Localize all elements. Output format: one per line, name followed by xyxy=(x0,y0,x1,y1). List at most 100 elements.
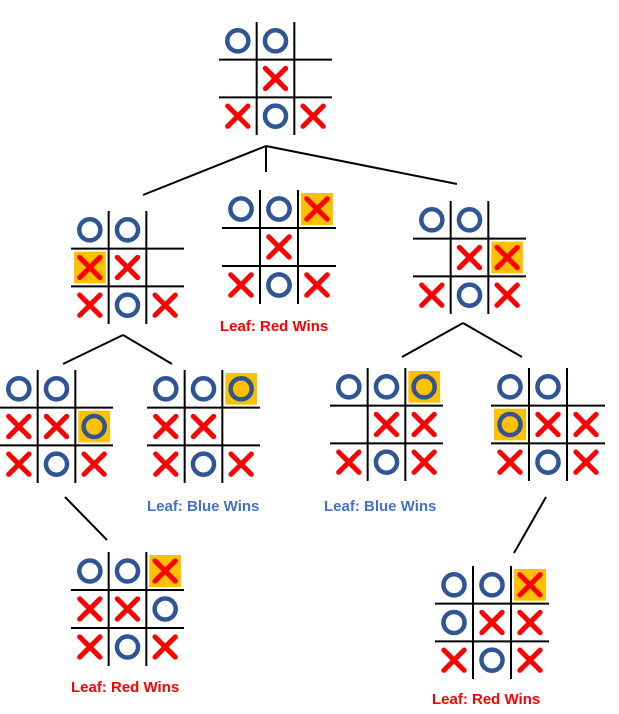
x-mark-icon xyxy=(6,451,32,477)
x-mark-icon xyxy=(153,451,179,477)
grid-n1 xyxy=(71,211,184,324)
board-root xyxy=(219,22,332,135)
edge-n3-n3a xyxy=(401,322,464,358)
cell-n3b1-6 xyxy=(441,647,467,673)
cell-n1b-8 xyxy=(228,451,254,477)
cell-n3b-1 xyxy=(535,374,561,400)
board-n1 xyxy=(71,211,184,324)
o-mark-icon xyxy=(190,451,217,477)
board-n3 xyxy=(413,201,526,314)
cell-n1-6 xyxy=(77,292,103,318)
cell-n2-7 xyxy=(266,272,292,298)
cell-n1a-4 xyxy=(43,413,70,440)
cell-n2-2 xyxy=(301,193,333,225)
x-mark-icon xyxy=(228,272,254,298)
cell-n3b1-0 xyxy=(441,572,467,598)
leaf-label-n3a: Leaf: Blue Wins xyxy=(324,498,436,515)
x-mark-icon xyxy=(517,609,543,636)
cell-n3b-3 xyxy=(494,408,526,441)
grid-n2 xyxy=(222,190,336,304)
cell-n1b-3 xyxy=(153,413,179,440)
cell-n1b-1 xyxy=(190,376,217,402)
cell-n1a1-4 xyxy=(114,596,141,622)
cell-n1-4 xyxy=(114,254,141,281)
cell-n3b1-4 xyxy=(479,609,505,636)
x-mark-icon xyxy=(304,196,330,222)
cell-root-8 xyxy=(300,103,326,129)
cell-n1a-8 xyxy=(81,451,107,477)
edge-n1a-n1a1 xyxy=(64,496,108,541)
cell-root-6 xyxy=(225,103,251,129)
o-mark-icon xyxy=(497,411,523,438)
cell-n1-8 xyxy=(152,292,178,318)
x-mark-icon xyxy=(411,449,437,475)
cell-n3b-0 xyxy=(497,374,523,400)
cell-n2-6 xyxy=(228,272,254,298)
x-mark-icon xyxy=(77,292,103,318)
x-mark-icon xyxy=(441,647,467,673)
cell-n1-3 xyxy=(74,251,106,284)
cell-n3a-5 xyxy=(411,411,437,438)
cell-root-0 xyxy=(225,28,251,54)
grid-n1a1 xyxy=(71,552,184,666)
grid-n1b xyxy=(147,370,260,483)
o-mark-icon xyxy=(262,103,289,129)
o-mark-icon xyxy=(266,196,292,222)
cell-n3b1-8 xyxy=(517,647,543,673)
x-mark-icon xyxy=(456,244,483,271)
cell-n3b-6 xyxy=(497,449,523,475)
o-mark-icon xyxy=(266,272,292,298)
o-mark-icon xyxy=(456,207,483,233)
x-mark-icon xyxy=(228,451,254,477)
x-mark-icon xyxy=(573,449,599,475)
x-mark-icon xyxy=(43,413,70,440)
o-mark-icon xyxy=(262,28,289,54)
cell-n1a-1 xyxy=(43,376,70,402)
cell-n1a-7 xyxy=(43,451,70,477)
edge-n1-n1b xyxy=(122,334,173,365)
o-mark-icon xyxy=(456,282,483,308)
cell-n1a1-7 xyxy=(114,634,141,660)
cell-root-4 xyxy=(262,65,289,92)
x-mark-icon xyxy=(153,413,179,440)
cell-n1a1-6 xyxy=(77,634,103,660)
x-mark-icon xyxy=(494,244,520,271)
cell-n1a-0 xyxy=(6,376,32,402)
cell-n3-1 xyxy=(456,207,483,233)
x-mark-icon xyxy=(494,282,520,308)
cell-n2-4 xyxy=(266,234,292,260)
x-mark-icon xyxy=(6,413,32,440)
cell-n3a-7 xyxy=(373,449,400,475)
o-mark-icon xyxy=(77,217,103,243)
x-mark-icon xyxy=(81,451,107,477)
board-n3b1 xyxy=(435,566,549,679)
o-mark-icon xyxy=(43,451,70,477)
cell-n3-4 xyxy=(456,244,483,271)
o-mark-icon xyxy=(373,449,400,475)
o-mark-icon xyxy=(43,376,70,402)
x-mark-icon xyxy=(114,254,141,281)
grid-root xyxy=(219,22,332,135)
leaf-label-n2: Leaf: Red Wins xyxy=(220,318,328,335)
board-n1a1 xyxy=(71,552,184,666)
x-mark-icon xyxy=(517,647,543,673)
cell-n3a-0 xyxy=(336,374,362,400)
x-mark-icon xyxy=(497,449,523,475)
cell-n3-7 xyxy=(456,282,483,308)
board-n1a xyxy=(0,370,113,483)
x-mark-icon xyxy=(266,234,292,260)
o-mark-icon xyxy=(225,28,251,54)
o-mark-icon xyxy=(441,572,467,598)
o-mark-icon xyxy=(373,374,400,400)
cell-n1a-5 xyxy=(78,410,110,443)
cell-n3a-1 xyxy=(373,374,400,400)
cell-n1b-7 xyxy=(190,451,217,477)
cell-n1-1 xyxy=(114,217,141,243)
cell-root-7 xyxy=(262,103,289,129)
cell-n1a1-2 xyxy=(149,555,181,587)
cell-n1a1-1 xyxy=(114,558,141,584)
x-mark-icon xyxy=(77,596,103,622)
cell-n3b-7 xyxy=(535,449,561,475)
leaf-label-n3b1: Leaf: Red Wins xyxy=(432,691,540,708)
